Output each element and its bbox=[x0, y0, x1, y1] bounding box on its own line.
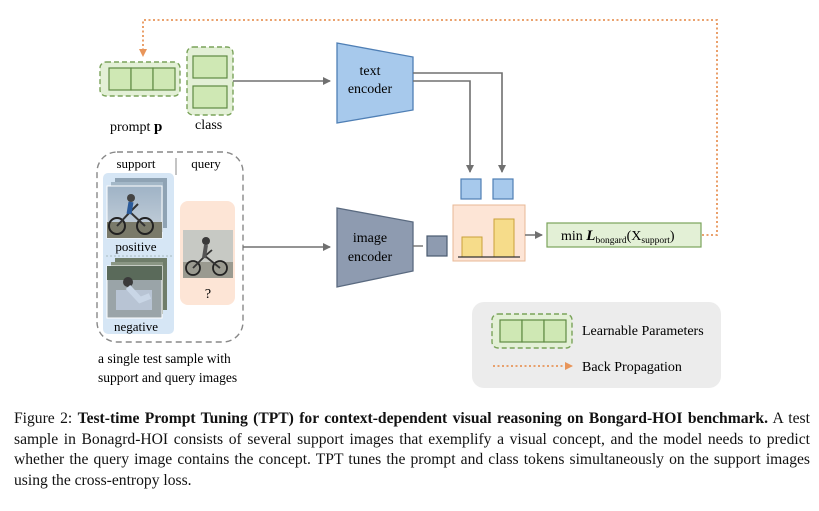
backprop-path bbox=[139, 19, 718, 236]
image-encoder bbox=[336, 207, 414, 288]
caption-label: Figure 2: bbox=[14, 410, 73, 427]
text-feature-2 bbox=[492, 178, 514, 200]
figure-caption: Figure 2: Test-time Prompt Tuning (TPT) … bbox=[14, 409, 810, 491]
image-encoder-label-1: image bbox=[353, 231, 387, 246]
text-encoder-label-2: encoder bbox=[348, 82, 393, 97]
positive-label: positive bbox=[115, 239, 156, 254]
text-encoder bbox=[336, 42, 414, 124]
caption-title: Test-time Prompt Tuning (TPT) for contex… bbox=[77, 410, 769, 427]
loss-box bbox=[546, 222, 702, 248]
image-encoder-label-2: encoder bbox=[348, 250, 393, 265]
legend-learnable-icon bbox=[491, 313, 573, 349]
sample-caption-1: a single test sample with bbox=[98, 351, 231, 366]
image-feature bbox=[426, 235, 448, 257]
support-label: support bbox=[117, 156, 156, 171]
caption-text: A test sample in Bonagrd-HOI consists of… bbox=[14, 410, 810, 489]
legend-learnable-label: Learnable Parameters bbox=[582, 324, 704, 339]
positive-images bbox=[106, 178, 167, 239]
prompt-tokens bbox=[99, 61, 181, 97]
loss-formula: min Lbongard(Xsupport) bbox=[561, 228, 675, 246]
class-label: class bbox=[195, 118, 222, 133]
prompt-label: prompt p bbox=[110, 119, 162, 135]
prediction-bar-1 bbox=[461, 236, 483, 258]
query-image bbox=[183, 230, 233, 278]
tpt-diagram: prompt p class text encoder support quer… bbox=[96, 19, 721, 388]
query-label: query bbox=[191, 156, 221, 171]
legend-backprop-label: Back Propagation bbox=[582, 360, 682, 375]
prediction-bar-2 bbox=[493, 218, 515, 258]
text-feature-1 bbox=[460, 178, 482, 200]
negative-label: negative bbox=[114, 319, 158, 334]
text-encoder-label-1: text bbox=[360, 64, 381, 79]
query-question-mark: ? bbox=[205, 287, 211, 302]
class-tokens bbox=[186, 46, 234, 116]
sample-caption-2: support and query images bbox=[98, 370, 237, 385]
negative-images bbox=[106, 258, 167, 319]
